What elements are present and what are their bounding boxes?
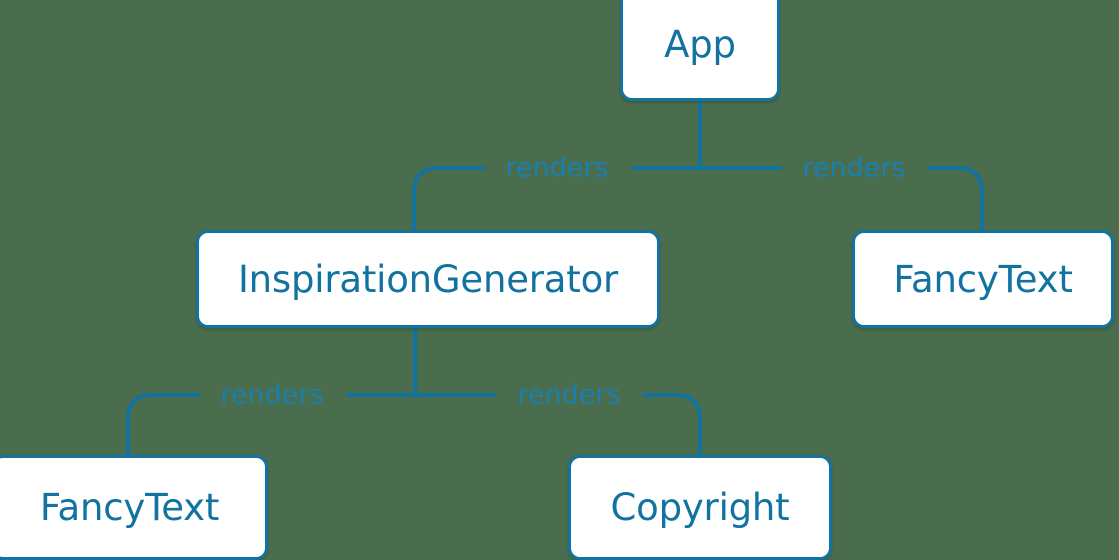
edge-label-app-to-fancy-text-right: renders: [802, 152, 906, 184]
edge-label-inspiration-generator-to-fancy-text-bottom: renders: [220, 379, 324, 411]
edge-label-app-to-inspiration-generator: renders: [505, 152, 609, 184]
edge-label-inspiration-generator-to-copyright: renders: [517, 379, 621, 411]
edge-label-gap-masks: [200, 150, 928, 413]
edge-inspiration-to-copyright: [413, 393, 702, 457]
node-fancy-text-bottom-label: FancyText: [39, 486, 220, 529]
node-inspiration-generator-label: InspirationGenerator: [237, 257, 619, 301]
node-inspiration-generator[interactable]: InspirationGenerator: [196, 230, 660, 328]
node-copyright[interactable]: Copyright: [568, 455, 832, 560]
node-fancy-text-bottom[interactable]: FancyText: [0, 455, 268, 560]
node-fancy-text-right[interactable]: FancyText: [852, 230, 1114, 328]
node-app[interactable]: App: [620, 0, 780, 101]
node-copyright-label: Copyright: [610, 486, 790, 529]
edge-app-to-inspiration-generator: [412, 166, 702, 232]
edge-app-to-fancy-text-right: [698, 166, 984, 232]
node-app-label: App: [664, 23, 736, 66]
node-fancy-text-right-label: FancyText: [893, 257, 1073, 301]
edge-inspiration-to-fancy-text-bottom: [126, 393, 417, 457]
